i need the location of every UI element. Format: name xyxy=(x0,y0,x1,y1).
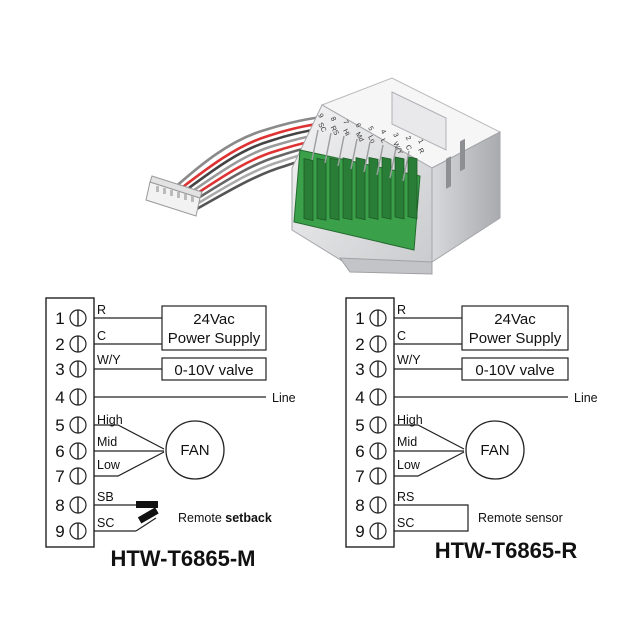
remote-sensor-label: Remote sensor xyxy=(478,511,563,525)
fan-wires xyxy=(94,424,165,477)
terminal-number: 6 xyxy=(55,442,64,461)
wire-label-sc: SC xyxy=(97,516,114,530)
terminal-list: 1 2 3 4 5 6 7 8 9 xyxy=(355,309,387,541)
power-supply-box xyxy=(161,305,267,351)
module-pin-number: 8 xyxy=(329,116,337,123)
fan-circle xyxy=(165,420,225,480)
module-pin-label: Md xyxy=(354,131,365,143)
terminal-number: 4 xyxy=(55,388,64,407)
module-pin-label: Hi xyxy=(341,128,350,138)
remote-sensor-wires xyxy=(394,504,469,532)
terminal-block xyxy=(293,129,421,251)
wire-label-sb: SB xyxy=(97,490,114,504)
terminal-number: 2 xyxy=(355,335,364,354)
terminal-number: 1 xyxy=(55,309,64,328)
terminal-number: 2 xyxy=(55,335,64,354)
power-supply-line2: Power Supply xyxy=(469,330,562,347)
terminal-number: 9 xyxy=(55,522,64,541)
module-pin-number: 7 xyxy=(341,119,349,126)
module-pin-number: 5 xyxy=(366,125,374,132)
terminal-number: 4 xyxy=(355,388,364,407)
terminal-number: 7 xyxy=(55,467,64,486)
module-pin-label: RS xyxy=(329,125,340,137)
terminal-number: 8 xyxy=(355,496,364,515)
module-pin-number: 2 xyxy=(404,135,412,142)
terminal-list: 1 2 3 4 5 6 7 8 9 xyxy=(55,309,87,541)
module-pin-label: R xyxy=(416,147,425,155)
valve-label: 0-10V valve xyxy=(174,362,253,379)
line-label: Line xyxy=(272,391,296,405)
valve-box xyxy=(161,357,267,381)
terminal-number: 7 xyxy=(355,467,364,486)
wire-label-r: R xyxy=(397,303,406,317)
module-pin-number: 4 xyxy=(379,129,387,136)
line-label: Line xyxy=(574,391,598,405)
wire-label-sc: SC xyxy=(397,516,414,530)
wire-label-low: Low xyxy=(397,458,421,472)
terminal-number: 3 xyxy=(355,360,364,379)
valve-label: 0-10V valve xyxy=(475,362,554,379)
wire-label-high: High xyxy=(97,413,123,427)
module-pin-label: Lo xyxy=(366,134,376,144)
wire-label-mid: Mid xyxy=(97,435,117,449)
fan-label: FAN xyxy=(480,442,509,459)
setback-switch xyxy=(94,504,157,532)
terminal-number: 8 xyxy=(55,496,64,515)
power-supply-line1: 24Vac xyxy=(494,311,536,328)
wire-harness xyxy=(170,114,346,213)
wire-label-wy: W/Y xyxy=(97,353,121,367)
module-pin-number: 9 xyxy=(316,113,324,120)
valve-box xyxy=(461,357,569,381)
fan-circle xyxy=(465,420,525,480)
remote-setback-label: Remote setback xyxy=(178,511,272,525)
module-pin-number: 3 xyxy=(391,132,399,139)
module-pin-label: C xyxy=(404,144,413,152)
power-supply-line1: 24Vac xyxy=(193,311,235,328)
wire-label-low: Low xyxy=(97,458,121,472)
connector-plug xyxy=(145,175,203,217)
power-supply-line2: Power Supply xyxy=(168,330,261,347)
switch-contact-top xyxy=(136,501,158,508)
fan-wires xyxy=(394,424,465,477)
switch-contact-bottom xyxy=(137,507,159,524)
wire-label-wy: W/Y xyxy=(397,353,421,367)
terminal-number: 3 xyxy=(55,360,64,379)
terminal-number: 9 xyxy=(355,522,364,541)
power-wires xyxy=(94,317,162,345)
diagram-r: 1 2 3 4 5 6 7 8 9 R C 24Vac Power Supply W/Y 0-1… xyxy=(345,297,598,563)
wire-label-r: R xyxy=(97,303,106,317)
wire-label-high: High xyxy=(397,413,423,427)
terminal-number: 6 xyxy=(355,442,364,461)
fan-label: FAN xyxy=(180,442,209,459)
module-pin-label: L xyxy=(379,138,387,145)
diagram-m: 1 2 3 4 5 6 7 8 9 R C 24Vac Power Supply W/Y 0-1… xyxy=(45,297,296,571)
wire-label-c: C xyxy=(97,329,106,343)
module-pin-number: 1 xyxy=(416,138,424,145)
module-pin-label: SC xyxy=(316,122,327,134)
wire-label-rs: RS xyxy=(397,490,414,504)
power-supply-box xyxy=(461,305,569,351)
diagram-title: HTW-T6865-M xyxy=(110,546,255,571)
terminal-number: 1 xyxy=(355,309,364,328)
diagram-title: HTW-T6865-R xyxy=(435,538,578,563)
wire-label-c: C xyxy=(397,329,406,343)
power-wires xyxy=(394,317,462,345)
terminal-number: 5 xyxy=(55,416,64,435)
wire-label-mid: Mid xyxy=(397,435,417,449)
terminal-number: 5 xyxy=(355,416,364,435)
module-pin-number: 6 xyxy=(354,122,362,129)
